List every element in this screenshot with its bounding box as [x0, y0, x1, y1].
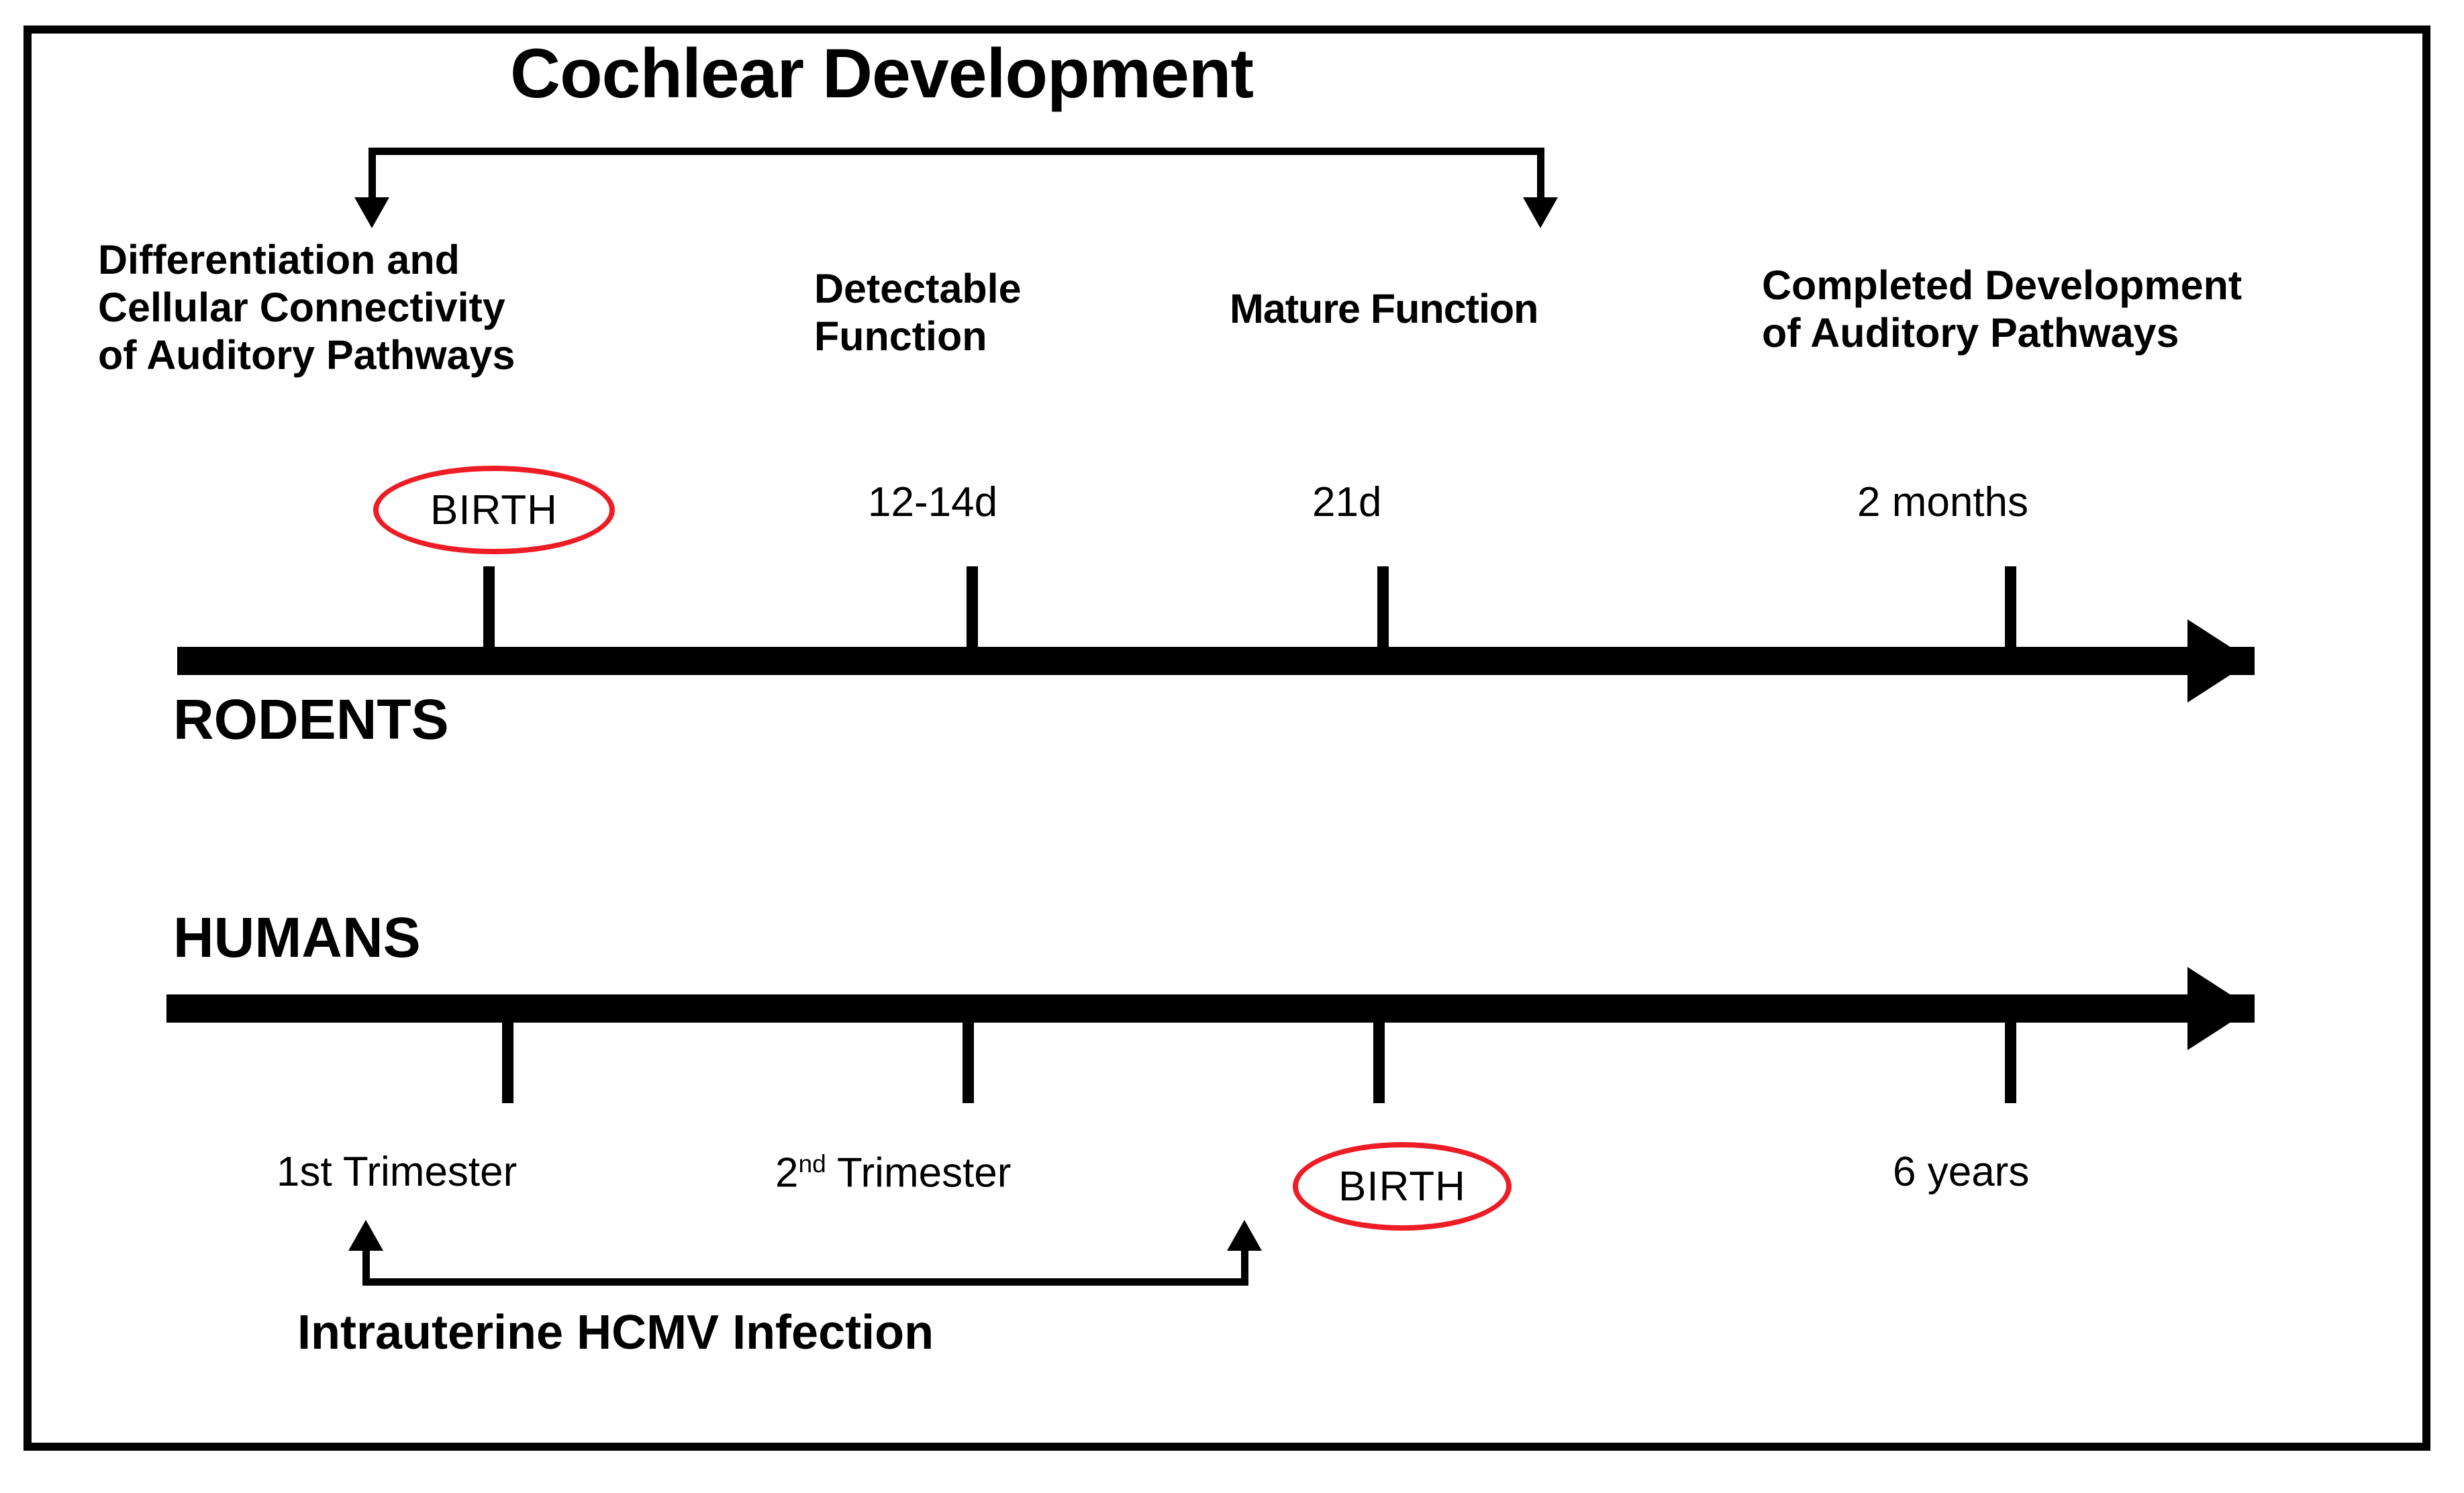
infection-bracket-right-stem: [1241, 1248, 1248, 1282]
rodent-birth-marker: BIRTH: [373, 466, 615, 554]
timepoint-number: 2: [775, 1149, 799, 1196]
arrow-down-icon-left: [354, 197, 389, 228]
rodent-tick-21d: [1377, 566, 1389, 647]
species-label-rodents: RODENTS: [173, 688, 449, 751]
arrow-up-icon-right: [1227, 1220, 1262, 1251]
rodent-birth-label: BIRTH: [430, 486, 558, 533]
rodent-tick-2-months: [2005, 566, 2016, 647]
rodent-tick-birth: [483, 566, 495, 647]
infection-bracket-left-stem: [362, 1248, 370, 1282]
arrow-right-icon-human: [2187, 967, 2252, 1050]
stage-line: of Auditory Pathways: [98, 331, 515, 378]
rodent-tick-12-14d: [967, 566, 978, 647]
timepoint-rest: Trimester: [826, 1149, 1012, 1196]
human-birth-marker: BIRTH: [1293, 1142, 1512, 1231]
ordinal-suffix: nd: [798, 1149, 826, 1178]
title-bracket-right-stem: [1537, 148, 1544, 201]
species-label-humans: HUMANS: [173, 906, 421, 969]
stage-line: Completed Development: [1762, 262, 2243, 308]
stage-label-completed-development: Completed Development of Auditory Pathwa…: [1762, 262, 2242, 357]
stage-line: Cellular Connectivity: [98, 284, 505, 330]
human-tick-6-years: [2005, 1023, 2016, 1103]
stage-line: Detectable: [814, 266, 1022, 311]
birth-highlight-ellipse: [373, 466, 615, 554]
rodent-timepoint-2-months: 2 months: [1857, 479, 2029, 525]
human-timepoint-1st-trimester: 1st Trimester: [277, 1149, 518, 1195]
stage-line: Mature Function: [1230, 286, 1538, 331]
rodent-timeline-axis: [177, 647, 2255, 675]
rodent-timepoint-12-14d: 12-14d: [868, 479, 998, 525]
stage-line: Function: [814, 313, 987, 359]
human-tick-1st-trimester: [502, 1023, 513, 1103]
title-bracket-left-stem: [368, 148, 376, 201]
birth-highlight-ellipse: [1293, 1142, 1512, 1231]
rodent-timepoint-21d: 21d: [1312, 479, 1382, 525]
arrow-up-icon-left: [348, 1220, 383, 1251]
human-timeline-axis: [166, 994, 2255, 1023]
arrow-down-icon-right: [1523, 197, 1558, 228]
stage-label-detectable-function: Detectable Function: [814, 265, 1022, 360]
human-tick-birth: [1373, 1023, 1385, 1103]
infection-caption: Intrauterine HCMV Infection: [297, 1306, 934, 1359]
stage-line: Differentiation and: [98, 237, 460, 282]
title-bracket-horizontal: [368, 148, 1544, 155]
human-birth-label: BIRTH: [1338, 1163, 1466, 1210]
page-title: Cochlear Development: [510, 35, 1254, 113]
arrow-right-icon-rodent: [2187, 619, 2252, 703]
human-timepoint-6-years: 6 years: [1893, 1149, 2030, 1195]
stage-line: of Auditory Pathways: [1762, 309, 2179, 356]
stage-label-mature-function: Mature Function: [1230, 285, 1538, 333]
figure-border: [23, 25, 2430, 1451]
infection-bracket-horizontal: [362, 1278, 1248, 1286]
stage-label-differentiation: Differentiation and Cellular Connectivit…: [98, 236, 515, 378]
human-tick-2nd-trimester: [963, 1023, 974, 1103]
human-timepoint-2nd-trimester: 2nd Trimester: [775, 1151, 1011, 1194]
